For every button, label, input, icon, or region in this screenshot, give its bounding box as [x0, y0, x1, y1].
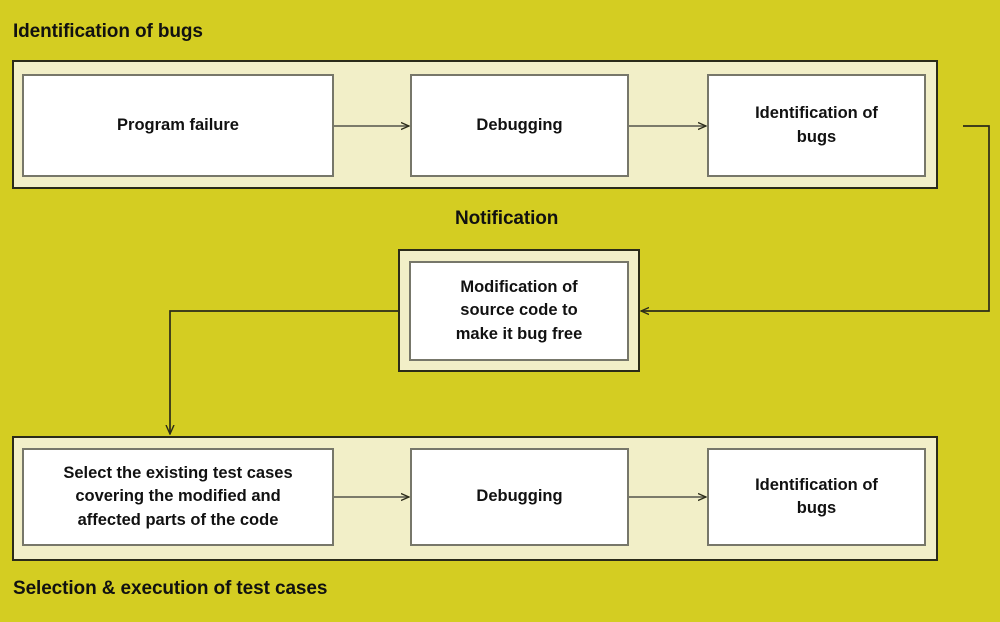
- node-identification-top-label-line2: bugs: [796, 127, 837, 146]
- section-heading-selection-execution-of-test-cases: Selection & execution of test cases: [13, 578, 328, 599]
- node-debugging-bottom-label: Debugging: [476, 487, 563, 506]
- node-modification-of-source-code: Modification of source code to make it b…: [409, 261, 629, 361]
- node-modification-label-line2: source code to: [460, 301, 578, 320]
- node-select-test-cases-label-line3: affected parts of the code: [77, 510, 279, 529]
- node-identification-bottom-label-line2: bugs: [796, 499, 837, 517]
- node-select-test-cases-label-line1: Select the existing test cases: [63, 463, 293, 482]
- node-identification-bottom-label-line1: Identification of: [755, 475, 878, 494]
- node-program-failure-label: Program failure: [117, 115, 239, 134]
- connector-modification-to-select-test-cases: [170, 310, 398, 434]
- section-heading-identification-of-bugs: Identification of bugs: [13, 21, 203, 42]
- node-identification-of-bugs-bottom: Identification of bugs: [707, 448, 926, 546]
- node-select-test-cases-label-line2: covering the modified and: [75, 487, 281, 506]
- node-select-existing-test-cases: Select the existing test cases covering …: [22, 448, 334, 546]
- node-modification-label-line3: make it bug free: [455, 324, 583, 343]
- node-debugging-bottom: Debugging: [410, 448, 629, 546]
- node-modification-label-line1: Modification of: [460, 277, 578, 296]
- node-program-failure: Program failure: [22, 74, 334, 177]
- node-identification-of-bugs-top: Identification of bugs: [707, 74, 926, 177]
- node-debugging-top: Debugging: [410, 74, 629, 177]
- node-identification-top-label-line1: Identification of: [755, 104, 878, 123]
- node-debugging-top-label: Debugging: [476, 115, 563, 134]
- section-heading-notification: Notification: [455, 208, 559, 229]
